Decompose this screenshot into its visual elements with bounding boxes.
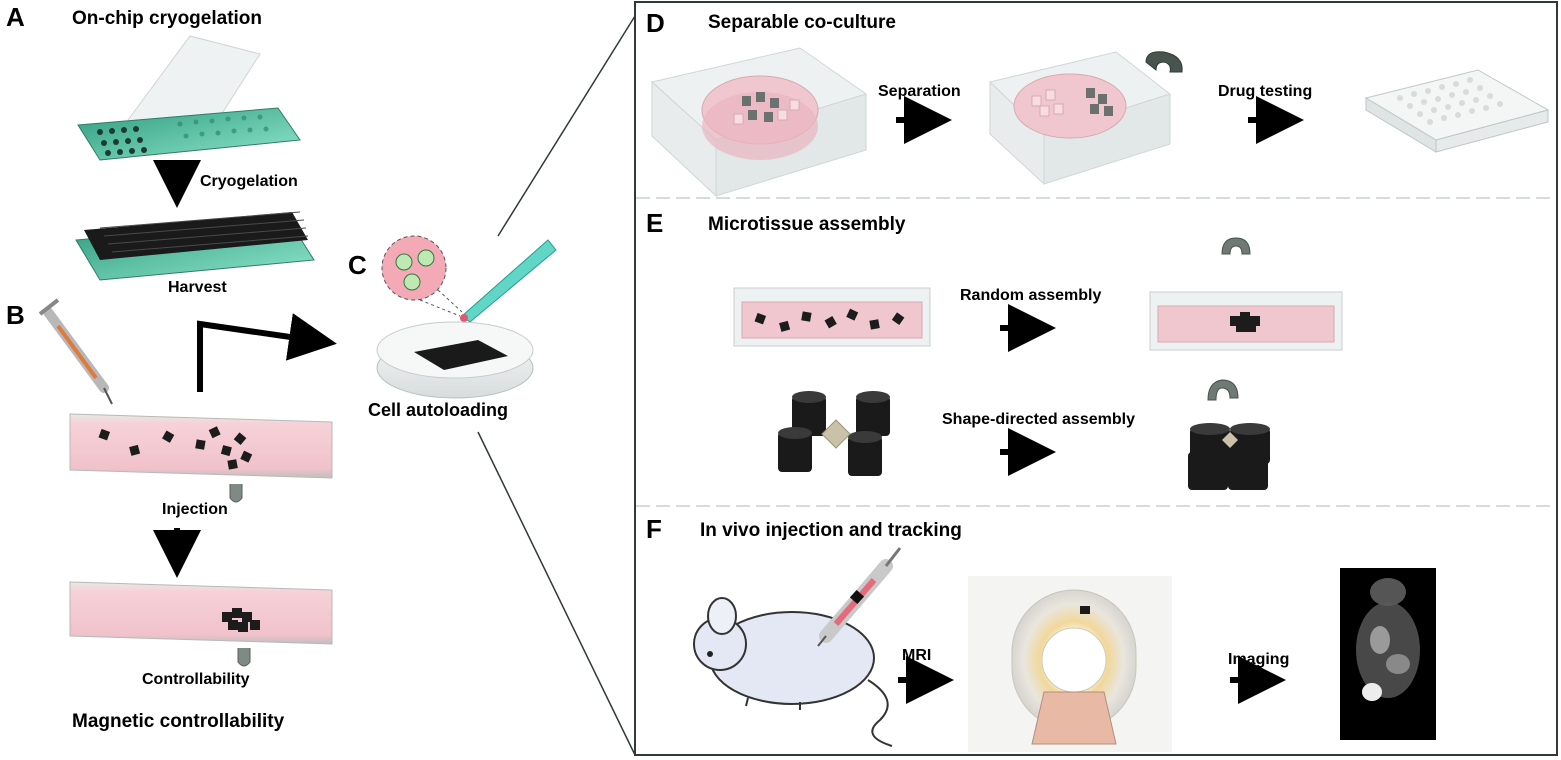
injection-label: Injection <box>162 501 228 518</box>
dispersed-cryogels <box>98 426 253 470</box>
harvested-cryogel-array <box>75 211 315 281</box>
mouse-illustration <box>693 597 893 747</box>
right-panel-frame <box>634 1 1558 756</box>
zoom-line-bottom <box>477 431 636 756</box>
imaging-label: Imaging <box>1228 651 1289 668</box>
shape-blocks-before <box>778 391 890 476</box>
panel-d: D Separable co-culture Separation Drug t… <box>646 8 1550 198</box>
panel-b-footer-title: Magnetic controllability <box>72 711 285 732</box>
panel-d-letter: D <box>646 8 665 38</box>
separated-dish <box>988 51 1183 186</box>
panel-f-letter: F <box>646 514 662 544</box>
random-dish-after <box>1149 291 1343 351</box>
panel-b-letter: B <box>6 300 25 330</box>
panel-e-title: Microtissue assembly <box>708 214 906 235</box>
cell-autoloading-label: Cell autoloading <box>368 400 508 420</box>
separation-label: Separation <box>878 83 961 100</box>
drug-testing-label: Drug testing <box>1218 83 1312 100</box>
magnet-icon <box>229 484 243 503</box>
magnet-icon <box>1221 237 1251 255</box>
magnet-icon <box>237 648 251 667</box>
zoom-line-top <box>497 15 636 237</box>
panel-a-title: On-chip cryogelation <box>72 8 262 29</box>
injection-tube <box>69 413 333 479</box>
syringe-icon <box>817 547 902 647</box>
panel-e-letter: E <box>646 208 663 238</box>
mri-scan-image <box>1340 568 1436 740</box>
magnet-icon <box>1145 51 1183 73</box>
cryogel-chip <box>77 35 301 161</box>
syringe-icon <box>38 298 113 405</box>
panel-f: F In vivo injection and tracking MRI <box>646 514 1436 752</box>
pipette-tip-icon <box>460 239 557 323</box>
mri-scanner-icon <box>968 576 1172 752</box>
panel-e: E Microtissue assembly Random assembly <box>646 208 1343 490</box>
panel-d-title: Separable co-culture <box>708 12 896 33</box>
well-plate-icon <box>1364 69 1550 153</box>
autoloading-route-arrow <box>197 313 337 392</box>
random-assembly-label: Random assembly <box>960 287 1101 304</box>
panel-c-letter: C <box>348 250 367 280</box>
chip-wells <box>97 126 147 156</box>
panel-b: B Injection <box>6 298 337 732</box>
panel-a-letter: A <box>6 2 25 32</box>
harvest-label: Harvest <box>168 279 227 296</box>
controlled-tube <box>69 581 333 645</box>
mri-label: MRI <box>902 647 931 664</box>
aggregated-cryogels <box>222 608 260 632</box>
controllability-label: Controllability <box>142 671 250 688</box>
random-dish-before <box>733 287 931 347</box>
cell-zoom-bubble <box>381 235 463 317</box>
culture-dish <box>376 321 534 399</box>
panel-f-title: In vivo injection and tracking <box>700 520 962 541</box>
shape-directed-assembly-label: Shape-directed assembly <box>942 411 1135 428</box>
panel-c: C Cell autoloading <box>348 15 636 756</box>
cryogelation-label: Cryogelation <box>200 173 298 190</box>
shape-blocks-assembled <box>1188 423 1270 490</box>
panel-a: A On-chip cryogelation Cryogelation <box>6 2 315 296</box>
magnet-icon <box>1207 379 1239 401</box>
coculture-dish <box>650 47 868 198</box>
